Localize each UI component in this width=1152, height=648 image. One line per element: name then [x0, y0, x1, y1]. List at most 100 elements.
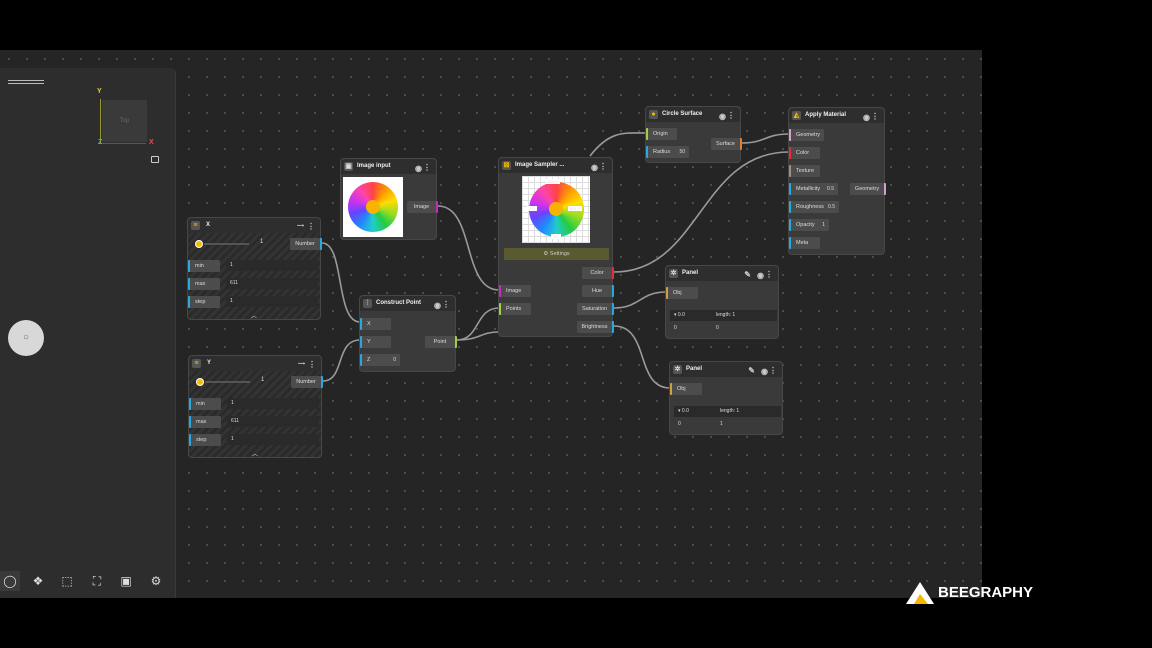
input-y[interactable]: Y: [360, 336, 391, 348]
more-icon[interactable]: ⋮: [765, 270, 773, 279]
apply-material-node[interactable]: ◭Apply Material◉⋮ Geometry Color Texture…: [788, 107, 886, 255]
viewport-panel[interactable]: Top Y X Z ○: [0, 68, 176, 598]
number-slider-x[interactable]: ≡X⟿⋮ 1 Number min 1 max 611 step 1 ︿: [187, 217, 322, 320]
slider-header[interactable]: ≡X⟿⋮: [188, 218, 320, 233]
settings-gear-icon[interactable]: ⚙: [150, 574, 162, 588]
slider-track[interactable]: [204, 243, 249, 245]
node-header[interactable]: ✲Panel✎◉⋮: [666, 266, 778, 281]
node-title: Panel: [686, 366, 703, 372]
output-surface[interactable]: Surface: [711, 138, 742, 150]
eye-icon[interactable]: ◉: [863, 113, 870, 122]
point-icon: ⫶: [363, 299, 372, 308]
eye-icon[interactable]: ◉: [415, 164, 422, 173]
picture-in-picture-icon[interactable]: ▣: [120, 574, 132, 588]
node-header[interactable]: ⊠Image Sampler ...◉⋮: [499, 158, 612, 173]
slider-value[interactable]: 1: [260, 239, 264, 245]
slider-thumb[interactable]: [195, 240, 203, 248]
eye-icon[interactable]: ◉: [761, 367, 768, 376]
output-point[interactable]: Point: [425, 336, 457, 348]
node-header[interactable]: ●Circle Surface◉⋮: [646, 107, 740, 122]
edit-pencil-icon[interactable]: ✎: [748, 366, 755, 375]
preview-label-top: 611.0: [546, 179, 560, 184]
unlock-icon[interactable]: [151, 156, 159, 163]
image-sampler-node[interactable]: ⊠Image Sampler ...◉⋮ 611.0 1.0 611.0 1.0…: [498, 157, 614, 337]
more-icon[interactable]: ⋮: [442, 300, 450, 309]
fullscreen-icon[interactable]: ⛶: [92, 574, 102, 588]
image-input-node[interactable]: ▣Image input◉⋮ Image: [340, 158, 438, 240]
more-icon[interactable]: ⋮: [769, 366, 777, 375]
min-input[interactable]: 1: [226, 260, 318, 271]
node-header[interactable]: ▣Image input◉⋮: [341, 159, 436, 174]
edit-pencil-icon[interactable]: ✎: [744, 270, 751, 279]
list-value: 1: [720, 421, 723, 427]
output-saturation[interactable]: Saturation: [577, 303, 614, 315]
eye-icon[interactable]: ◉: [434, 301, 441, 310]
settings-button[interactable]: ⚙ Settings: [504, 248, 609, 260]
node-header[interactable]: ✲Panel✎◉⋮: [670, 362, 782, 377]
output-number[interactable]: Number: [291, 376, 323, 388]
input-x[interactable]: X: [360, 318, 391, 330]
input-texture[interactable]: Texture: [789, 165, 820, 177]
slider-value[interactable]: 1: [261, 377, 265, 383]
view-cube[interactable]: Top: [102, 100, 147, 142]
node-title: Apply Material: [805, 112, 847, 118]
input-geometry[interactable]: Geometry: [789, 129, 824, 141]
image-icon: ▣: [344, 162, 353, 171]
step-input[interactable]: 1: [227, 434, 319, 445]
input-obj[interactable]: Obj: [666, 287, 698, 299]
max-input[interactable]: 611: [226, 278, 318, 289]
zoom-fit-icon[interactable]: ⬚: [61, 574, 73, 588]
metallicity-value: 0.5: [827, 186, 834, 192]
output-color[interactable]: Color: [582, 267, 614, 279]
slider-thumb[interactable]: [196, 378, 204, 386]
eye-icon[interactable]: ◉: [591, 163, 598, 172]
output-hue[interactable]: Hue: [582, 285, 614, 297]
more-icon[interactable]: ⋮: [727, 111, 735, 120]
slider-header[interactable]: ≡Y⟿⋮: [189, 356, 321, 371]
drag-handle[interactable]: [8, 80, 44, 84]
step-label: step: [188, 296, 220, 308]
node-header[interactable]: ⫶Construct Point◉⋮: [360, 296, 455, 311]
output-geometry[interactable]: Geometry: [850, 183, 886, 195]
more-icon[interactable]: ⋮: [307, 222, 315, 231]
min-input[interactable]: 1: [227, 398, 319, 409]
collapse-chevron-icon[interactable]: ︿: [252, 452, 259, 458]
output-brightness[interactable]: Brightness: [577, 321, 614, 333]
eye-icon[interactable]: ◉: [719, 112, 726, 121]
input-origin[interactable]: Origin: [646, 128, 677, 140]
more-icon[interactable]: ⋮: [423, 163, 431, 172]
roughness-value: 0.5: [828, 204, 835, 210]
input-image[interactable]: Image: [499, 285, 531, 297]
components-icon[interactable]: ❖: [32, 574, 44, 588]
slider-track[interactable]: [205, 381, 250, 383]
output-image[interactable]: Image: [407, 201, 438, 213]
input-points[interactable]: Points: [499, 303, 531, 315]
step-input[interactable]: 1: [226, 296, 318, 307]
navigation-joystick[interactable]: ○: [8, 320, 44, 356]
more-icon[interactable]: ⋮: [599, 162, 607, 171]
output-number[interactable]: Number: [290, 238, 322, 250]
max-input[interactable]: 611: [227, 416, 319, 427]
input-obj[interactable]: Obj: [670, 383, 702, 395]
input-meta[interactable]: Meta: [789, 237, 820, 249]
sphere-view-button[interactable]: ◯: [0, 571, 20, 591]
eye-icon[interactable]: ◉: [757, 271, 764, 280]
more-icon[interactable]: ⋮: [308, 360, 316, 369]
number-slider-y[interactable]: ≡Y⟿⋮ 1 Number min 1 max 611 step 1 ︿: [188, 355, 323, 458]
more-icon[interactable]: ⋮: [871, 112, 879, 121]
node-header[interactable]: ◭Apply Material◉⋮: [789, 108, 884, 123]
collapse-chevron-icon[interactable]: ︿: [251, 314, 258, 320]
input-color[interactable]: Color: [789, 147, 820, 159]
